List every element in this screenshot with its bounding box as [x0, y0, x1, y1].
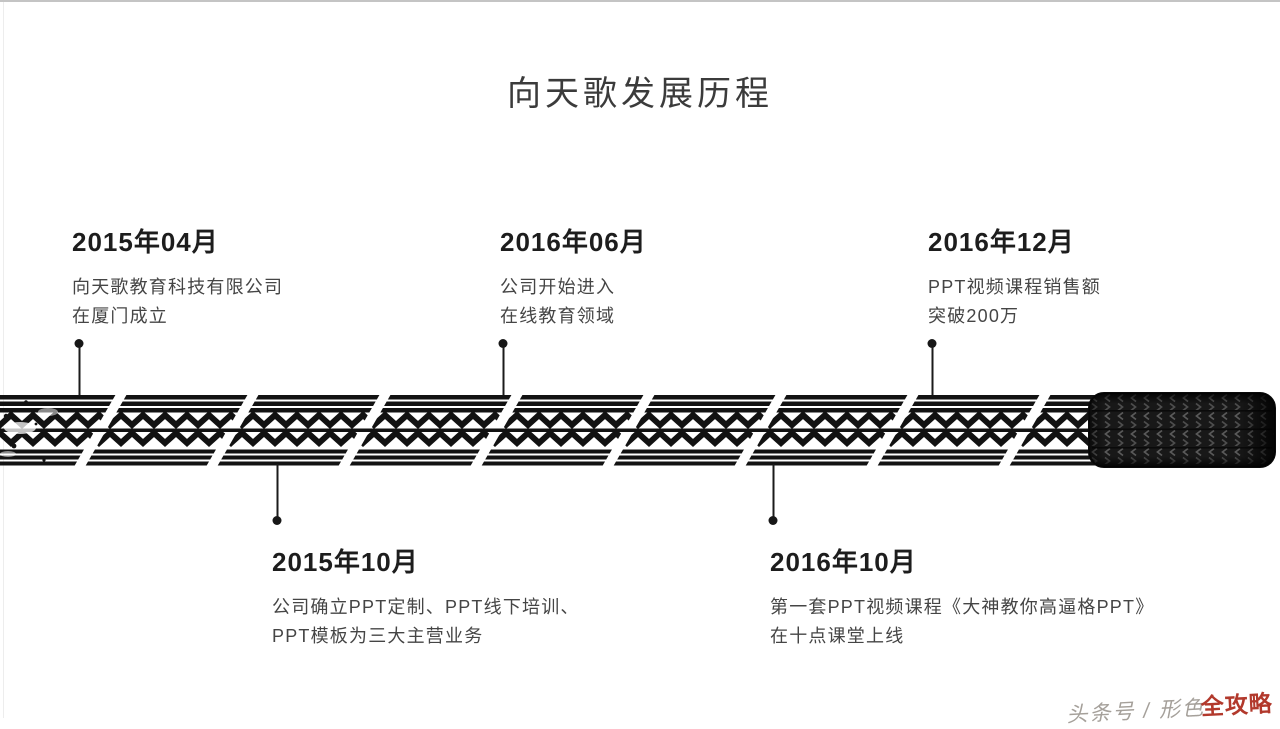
timeline-description: 第一套PPT视频课程《大神教你高逼格PPT》 在十点课堂上线 [770, 593, 1154, 651]
timeline-connector-top [74, 339, 84, 399]
timeline-desc-line: 第一套PPT视频课程《大神教你高逼格PPT》 [770, 597, 1155, 617]
timeline-desc-line: 在线教育领域 [500, 306, 616, 326]
timeline-desc-line: PPT视频课程销售额 [928, 277, 1102, 297]
timeline-date: 2015年04月 [72, 227, 219, 257]
timeline-description: 公司开始进入 在线教育领域 [500, 273, 647, 331]
timeline-dot [768, 516, 778, 525]
timeline-item-2016-10: 2016年10月 第一套PPT视频课程《大神教你高逼格PPT》 在十点课堂上线 [770, 542, 1154, 651]
timeline-description: 向天歌教育科技有限公司 在厦门成立 [72, 273, 283, 331]
slide-title: 向天歌发展历程 [507, 75, 773, 113]
timeline-item-2015-10: 2015年10月 公司确立PPT定制、PPT线下培训、 PPT模板为三大主营业务 [272, 542, 580, 651]
timeline-date: 2016年12月 [928, 227, 1075, 257]
timeline-connector-line [502, 347, 504, 399]
timeline-connector-top [927, 339, 937, 399]
timeline-desc-line: 公司开始进入 [500, 277, 616, 297]
timeline-description: 公司确立PPT定制、PPT线下培训、 PPT模板为三大主营业务 [272, 593, 580, 651]
tire-icon [1088, 392, 1276, 468]
watermark: 头条号 / 形色全攻略 [1066, 684, 1274, 729]
timeline-dot [272, 516, 282, 525]
timeline-desc-line: 在十点课堂上线 [770, 626, 905, 646]
timeline-connector-top [498, 339, 508, 399]
tire-track-timeline-axis [0, 394, 1100, 468]
timeline-item-2016-12: 2016年12月 PPT视频课程销售额 突破200万 [928, 222, 1101, 331]
timeline-dot [927, 339, 937, 348]
timeline-item-2015-04: 2015年04月 向天歌教育科技有限公司 在厦门成立 [72, 222, 283, 331]
timeline-dot [74, 339, 84, 348]
watermark-stamp-text: 全攻略 [1200, 690, 1274, 720]
timeline-dot [498, 339, 508, 348]
slide-top-border [0, 0, 1280, 2]
timeline-connector-line [772, 464, 774, 517]
timeline-connector-line [276, 464, 278, 517]
timeline-desc-line: 公司确立PPT定制、PPT线下培训、 [272, 597, 580, 617]
timeline-desc-line: 在厦门成立 [72, 306, 168, 326]
timeline-connector-line [78, 347, 80, 399]
timeline-desc-line: 突破200万 [928, 306, 1020, 326]
timeline-connector-line [931, 347, 933, 399]
timeline-desc-line: 向天歌教育科技有限公司 [72, 277, 284, 297]
timeline-date: 2016年06月 [500, 227, 647, 257]
track-grunge [3, 396, 60, 462]
timeline-connector-bottom [768, 464, 778, 525]
timeline-date: 2015年10月 [272, 547, 419, 577]
timeline-connector-bottom [272, 464, 282, 525]
timeline-date: 2016年10月 [770, 547, 917, 577]
timeline-description: PPT视频课程销售额 突破200万 [928, 273, 1101, 331]
timeline-item-2016-06: 2016年06月 公司开始进入 在线教育领域 [500, 222, 647, 331]
timeline-desc-line: PPT模板为三大主营业务 [272, 626, 484, 646]
watermark-channel-text: 头条号 / 形色 [1066, 696, 1206, 727]
slide-left-border [3, 2, 4, 718]
